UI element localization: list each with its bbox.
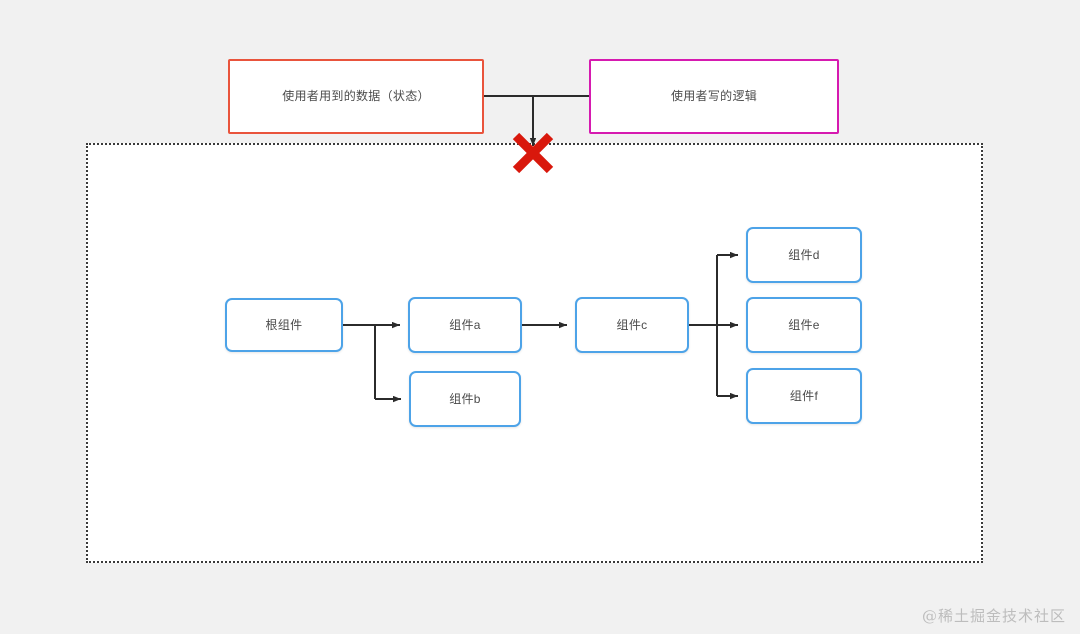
component-node-root-label: 根组件 [265, 317, 303, 332]
component-node-e-label: 组件e [788, 317, 820, 332]
component-node-root: 根组件 [225, 298, 343, 352]
component-tree-container [86, 143, 983, 563]
watermark: @稀土掘金技术社区 [921, 607, 1066, 625]
state-box-label: 使用者用到的数据（状态） [282, 89, 430, 104]
component-node-d: 组件d [746, 227, 862, 283]
component-node-c-label: 组件c [616, 317, 648, 332]
logic-box-label: 使用者写的逻辑 [670, 89, 758, 104]
component-node-f-label: 组件f [789, 388, 819, 403]
component-node-a: 组件a [408, 297, 522, 353]
component-node-c: 组件c [575, 297, 689, 353]
component-node-f: 组件f [746, 368, 862, 424]
component-node-d-label: 组件d [788, 247, 820, 262]
component-node-e: 组件e [746, 297, 862, 353]
logic-box: 使用者写的逻辑 [589, 59, 839, 134]
component-node-b-label: 组件b [449, 391, 481, 406]
component-node-a-label: 组件a [449, 317, 481, 332]
state-box: 使用者用到的数据（状态） [228, 59, 484, 134]
blocked-x-icon [512, 132, 554, 174]
component-node-b: 组件b [409, 371, 521, 427]
